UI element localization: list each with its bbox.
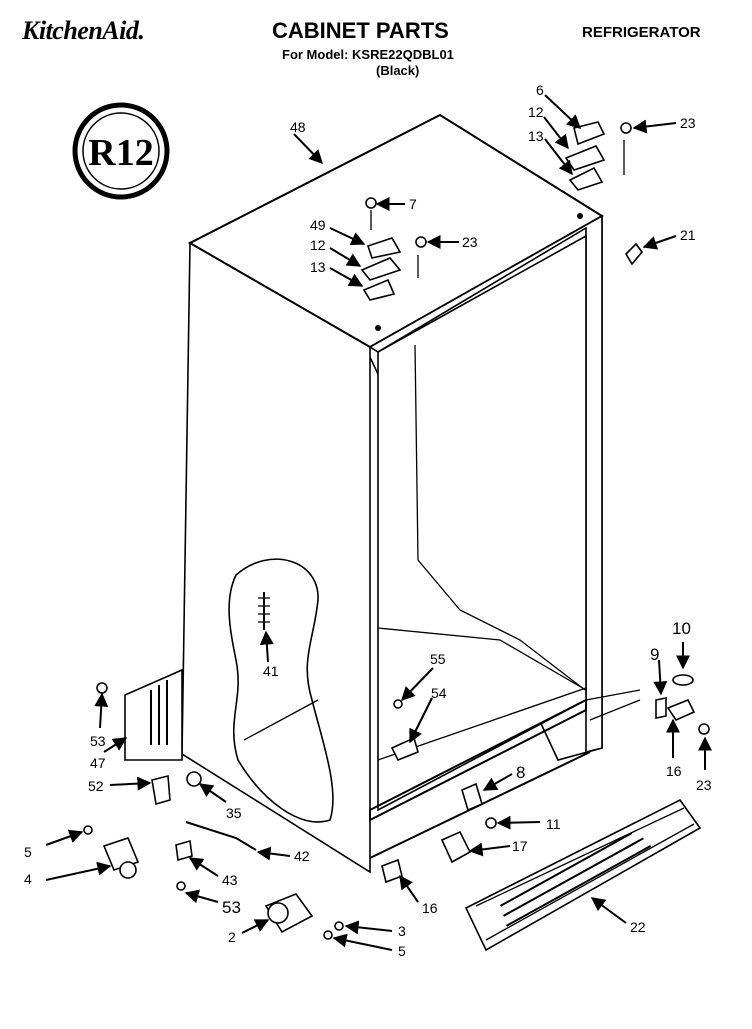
screw-55 [393, 699, 403, 709]
callout-23-center: 23 [462, 234, 478, 250]
callout-53-upper: 53 [90, 733, 106, 749]
callout-9: 9 [650, 645, 659, 664]
toe-grille [464, 798, 702, 952]
callout-labels: 48 6 12 13 23 7 49 12 13 23 21 41 10 9 5… [24, 82, 712, 959]
callout-35: 35 [226, 805, 242, 821]
callout-23-lower: 23 [696, 777, 712, 793]
callout-5-upper: 5 [24, 844, 32, 860]
clip-43 [175, 839, 193, 862]
callout-16-right: 16 [666, 763, 682, 779]
r12-badge-text: R12 [88, 132, 153, 174]
drain-tube [185, 821, 257, 851]
callout-6: 6 [536, 82, 544, 98]
callout-22: 22 [630, 919, 646, 935]
screw-53-lower [176, 881, 186, 891]
callout-23: 23 [680, 115, 696, 131]
callout-11: 11 [546, 816, 561, 832]
callout-48: 48 [290, 119, 306, 135]
callout-12: 12 [528, 104, 544, 120]
screw-53-upper [96, 682, 108, 694]
callout-16-center: 16 [422, 900, 438, 916]
r12-refrigerant-badge: R12 [72, 102, 170, 200]
callout-49: 49 [310, 217, 326, 233]
callout-3: 3 [398, 923, 406, 939]
part-16-lower [381, 858, 403, 884]
lower-right-hinge [655, 674, 710, 735]
callout-10: 10 [672, 619, 691, 638]
block-54 [390, 736, 419, 762]
callout-5-lower: 5 [398, 943, 406, 959]
callout-53-lower: 53 [222, 898, 241, 917]
callout-52: 52 [88, 778, 104, 794]
brand-logo: KitchenAid. [22, 16, 145, 45]
front-leveler [264, 893, 344, 940]
grommet-35 [186, 771, 202, 787]
callout-54: 54 [431, 685, 447, 701]
page-title: CABINET PARTS [272, 18, 449, 43]
callout-4: 4 [24, 871, 32, 887]
model-number: For Model: KSRE22QDBL01 [282, 47, 454, 62]
coil-spring [258, 592, 270, 630]
callout-13-center: 13 [310, 259, 326, 275]
center-top-hinge [360, 197, 427, 331]
callout-43: 43 [222, 872, 238, 888]
cabinet-shell [124, 113, 641, 874]
callout-2: 2 [228, 929, 236, 945]
callout-8: 8 [516, 763, 525, 782]
callout-41: 41 [263, 663, 279, 679]
callout-55: 55 [430, 651, 446, 667]
appliance-category: REFRIGERATOR [582, 24, 701, 41]
bracket-17 [440, 830, 472, 864]
upper-right-hinge [564, 121, 632, 219]
callout-17: 17 [512, 838, 528, 854]
screw-11 [485, 817, 497, 829]
caster-wheel [83, 825, 140, 879]
callout-13: 13 [528, 128, 544, 144]
callout-7: 7 [409, 196, 417, 212]
leader-lines [45, 94, 712, 951]
callout-42: 42 [294, 848, 310, 864]
part-21 [624, 242, 644, 266]
model-color: (Black) [376, 63, 420, 78]
callout-47: 47 [90, 755, 106, 771]
part-8 [461, 782, 483, 812]
callout-12-center: 12 [310, 237, 326, 253]
bracket-52 [151, 774, 171, 806]
callout-21: 21 [680, 227, 696, 243]
